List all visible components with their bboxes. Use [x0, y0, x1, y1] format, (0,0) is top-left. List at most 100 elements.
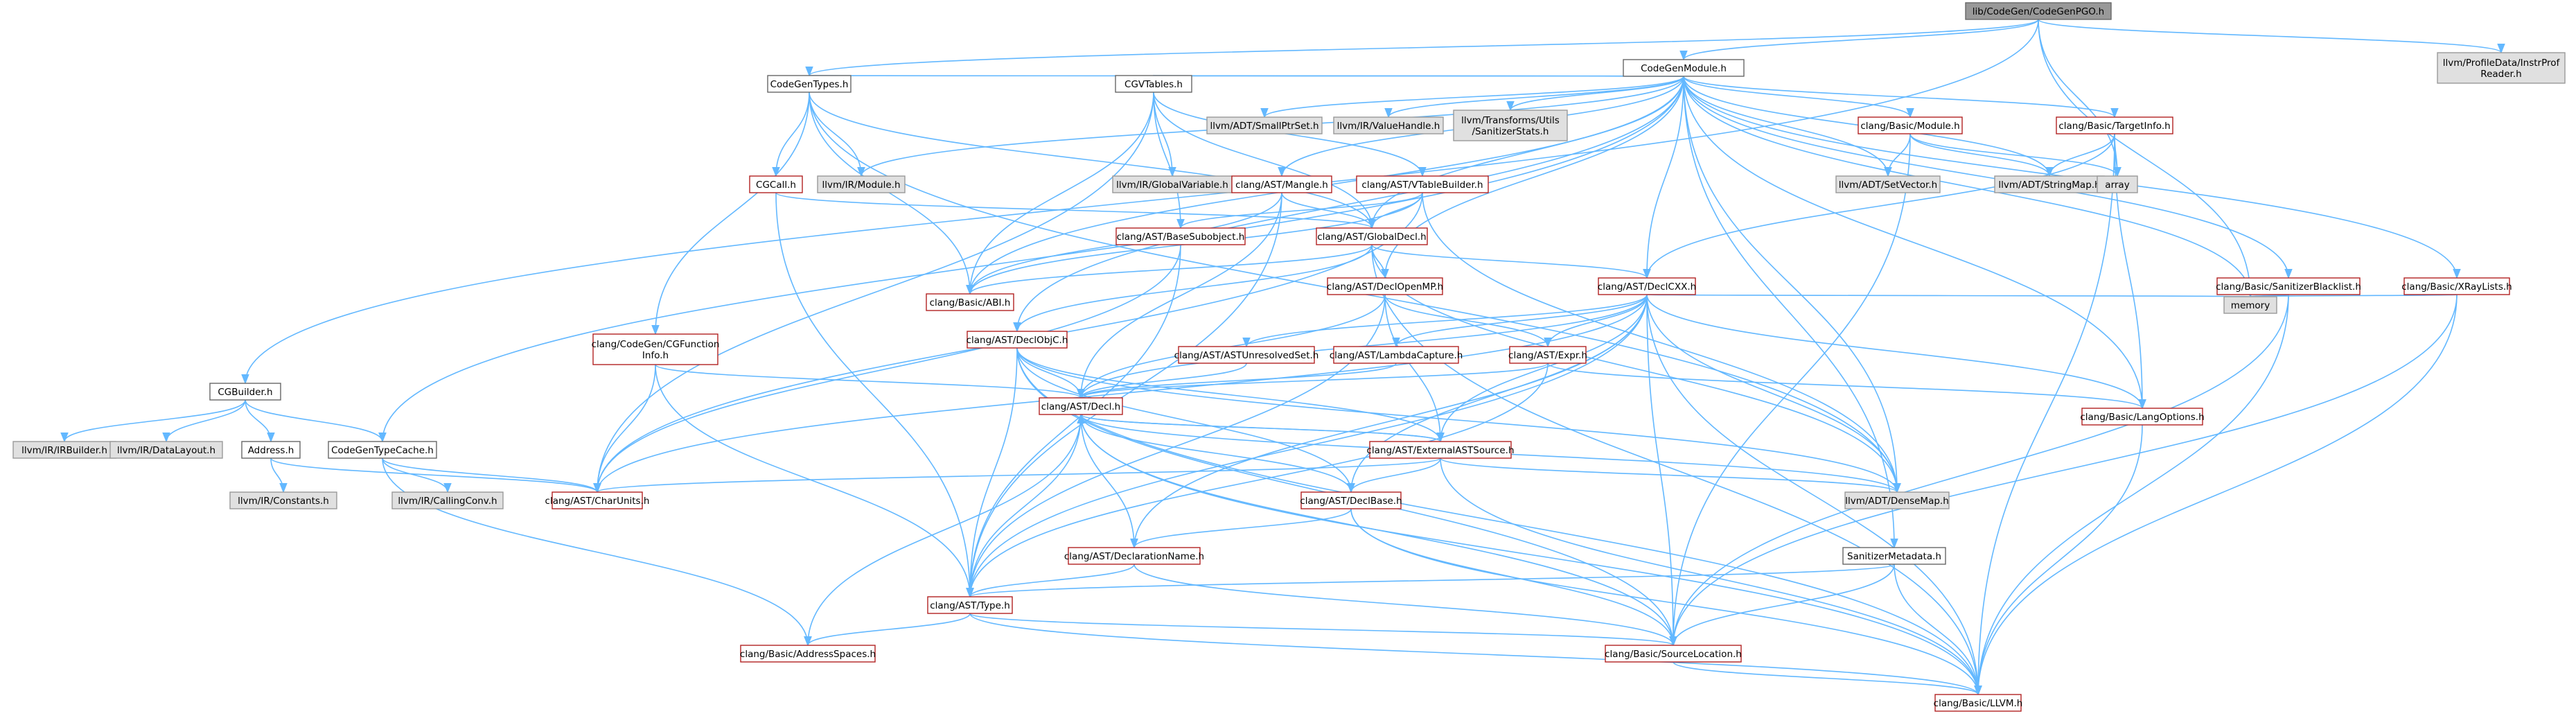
node-llvm[interactable]: clang/Basic/LLVM.h — [1934, 694, 2023, 712]
node-box-unresolvedset — [1178, 346, 1315, 364]
node-extastsource[interactable]: clang/AST/ExternalASTSource.h — [1367, 441, 1515, 459]
node-label-extastsource: clang/AST/ExternalASTSource.h — [1367, 445, 1515, 456]
node-box-declobjc — [967, 331, 1068, 349]
node-basesubobject[interactable]: clang/AST/BaseSubobject.h — [1115, 227, 1246, 245]
node-box-cgbuilder — [209, 383, 281, 401]
node-vtablebuilder[interactable]: clang/AST/VTableBuilder.h — [1356, 175, 1489, 193]
node-mangle[interactable]: clang/AST/Mangle.h — [1231, 175, 1332, 193]
node-abi[interactable]: clang/Basic/ABI.h — [926, 293, 1014, 311]
edge-cgbuilder-to-irbuilder — [60, 399, 246, 443]
node-declname[interactable]: clang/AST/DeclarationName.h — [1064, 547, 1204, 565]
node-cgtypes[interactable]: CodeGenTypes.h — [767, 75, 852, 93]
node-declbase[interactable]: clang/AST/DeclBase.h — [1300, 491, 1402, 509]
node-box-globalvar — [1112, 175, 1233, 193]
edge-declcxx-to-densemap — [1646, 294, 1901, 494]
node-label-addrspaces: clang/Basic/AddressSpaces.h — [740, 649, 876, 660]
node-label-declopenmp: clang/AST/DeclOpenMP.h — [1327, 281, 1443, 292]
node-targetinfo[interactable]: clang/Basic/TargetInfo.h — [2056, 116, 2173, 134]
node-box-instrprof — [2437, 52, 2566, 84]
node-decl[interactable]: clang/AST/Decl.h — [1039, 397, 1123, 415]
node-box-sanmeta — [1842, 547, 1946, 565]
node-label-unresolvedset: clang/AST/ASTUnresolvedSet.h — [1174, 350, 1319, 361]
node-label-instrprof: llvm/ProfileData/InstrProf — [2443, 58, 2561, 69]
edge-root-to-array — [2038, 19, 2121, 177]
node-box-srcloc — [1605, 645, 1742, 663]
edge-declname-to-srcloc — [1133, 564, 1677, 647]
node-cgcall[interactable]: CGCall.h — [749, 175, 803, 193]
edge-targetinfo-to-declcxx — [1643, 133, 2115, 279]
edge-globaldecl-to-llvm — [1371, 244, 1982, 696]
node-label-langoptions: clang/Basic/LangOptions.h — [2080, 412, 2204, 423]
edge-declcxx-to-lambdacapture — [1392, 294, 1648, 348]
node-langoptions[interactable]: clang/Basic/LangOptions.h — [2080, 408, 2205, 426]
node-box-abi — [926, 293, 1014, 311]
node-declopenmp[interactable]: clang/AST/DeclOpenMP.h — [1327, 277, 1443, 295]
node-memory[interactable]: memory — [2223, 296, 2277, 314]
edge-extastsource-to-declbase — [1347, 457, 1441, 494]
node-label-densemap: llvm/ADT/DenseMap.h — [1845, 496, 1949, 507]
node-label-srcloc: clang/Basic/SourceLocation.h — [1605, 649, 1742, 660]
node-srcloc[interactable]: clang/Basic/SourceLocation.h — [1605, 645, 1742, 663]
node-basicmodule[interactable]: clang/Basic/Module.h — [1858, 116, 1963, 134]
node-declcxx[interactable]: clang/AST/DeclCXX.h — [1598, 277, 1696, 295]
node-stringmap[interactable]: llvm/ADT/StringMap.h — [1994, 175, 2105, 193]
node-box-densemap — [1844, 491, 1950, 509]
node-label-llvm: clang/Basic/LLVM.h — [1934, 698, 2023, 709]
edge-cgcall-to-globaldecl — [775, 192, 1376, 229]
node-smallptrset[interactable]: llvm/ADT/SmallPtrSet.h — [1206, 116, 1323, 134]
edge-declcxx-to-extastsource — [1436, 294, 1648, 443]
node-typecache[interactable]: CodeGenTypeCache.h — [328, 441, 437, 459]
node-address[interactable]: Address.h — [241, 441, 301, 459]
node-unresolvedset[interactable]: clang/AST/ASTUnresolvedSet.h — [1174, 346, 1319, 364]
node-densemap[interactable]: llvm/ADT/DenseMap.h — [1844, 491, 1950, 509]
node-irmodule[interactable]: llvm/IR/Module.h — [817, 175, 906, 193]
edge-declname-to-type — [966, 564, 1135, 598]
node-box-addrspaces — [740, 645, 876, 663]
node-setvector[interactable]: llvm/ADT/SetVector.h — [1835, 175, 1941, 193]
node-irbuilder[interactable]: llvm/IR/IRBuilder.h — [12, 441, 116, 459]
edge-cgbuilder-to-typecache — [245, 399, 387, 443]
node-box-langoptions — [2081, 408, 2203, 426]
edge-extastsource-to-decl — [1077, 413, 1441, 442]
node-expr[interactable]: clang/AST/Expr.h — [1508, 346, 1587, 364]
edge-sanmeta-to-type — [966, 564, 1895, 598]
node-box-cgcall — [749, 175, 803, 193]
node-constants[interactable]: llvm/IR/Constants.h — [229, 491, 337, 509]
node-datalayout[interactable]: llvm/IR/DataLayout.h — [109, 441, 223, 459]
node-box-smallptrset — [1206, 116, 1323, 134]
node-sanblacklist[interactable]: clang/Basic/SanitizerBlacklist.h — [2216, 277, 2361, 295]
node-xraylists[interactable]: clang/Basic/XRayLists.h — [2401, 277, 2512, 295]
node-array[interactable]: array — [2097, 175, 2138, 193]
node-sanstats[interactable]: llvm/Transforms/Utils/SanitizerStats.h — [1453, 110, 1568, 141]
edge-root-to-cgbuilder — [241, 19, 2039, 385]
node-callingconv[interactable]: llvm/IR/CallingConv.h — [391, 491, 504, 509]
node-globalvar[interactable]: llvm/IR/GlobalVariable.h — [1112, 175, 1233, 193]
node-cgbuilder[interactable]: CGBuilder.h — [209, 383, 281, 401]
edge-cgm-to-langoptions — [1683, 76, 2146, 410]
node-addrspaces[interactable]: clang/Basic/AddressSpaces.h — [740, 645, 876, 663]
node-box-declbase — [1300, 491, 1402, 509]
edge-cgfuncinfo-to-charunits — [593, 364, 656, 494]
edge-root-to-memory — [2038, 19, 2255, 298]
node-lambdacapture[interactable]: clang/AST/LambdaCapture.h — [1330, 346, 1463, 364]
node-label-cgtypes: CodeGenTypes.h — [770, 79, 849, 90]
node-cgm[interactable]: CodeGenModule.h — [1623, 59, 1745, 77]
node-charunits[interactable]: clang/AST/CharUnits.h — [545, 491, 650, 509]
node-valuehandle[interactable]: llvm/IR/ValueHandle.h — [1333, 116, 1444, 134]
node-globaldecl[interactable]: clang/AST/GlobalDecl.h — [1316, 227, 1428, 245]
edge-cgm-to-sanblacklist — [1683, 76, 2293, 279]
node-sanmeta[interactable]: SanitizerMetadata.h — [1842, 547, 1946, 565]
node-label-constants: llvm/IR/Constants.h — [238, 496, 329, 507]
node-label-mangle: clang/AST/Mangle.h — [1235, 180, 1328, 191]
node-label-instrprof: Reader.h — [2480, 69, 2521, 80]
node-declobjc[interactable]: clang/AST/DeclObjC.h — [967, 331, 1068, 349]
edge-globaldecl-to-declcxx — [1371, 244, 1651, 279]
edge-decl-to-declbase — [1080, 414, 1355, 494]
node-cgvtables[interactable]: CGVTables.h — [1115, 75, 1192, 93]
edge-globaldecl-to-abi — [966, 244, 1373, 295]
node-box-root — [1965, 2, 2112, 20]
edge-declobjc-to-type — [966, 347, 1018, 598]
node-type[interactable]: clang/AST/Type.h — [927, 596, 1013, 614]
